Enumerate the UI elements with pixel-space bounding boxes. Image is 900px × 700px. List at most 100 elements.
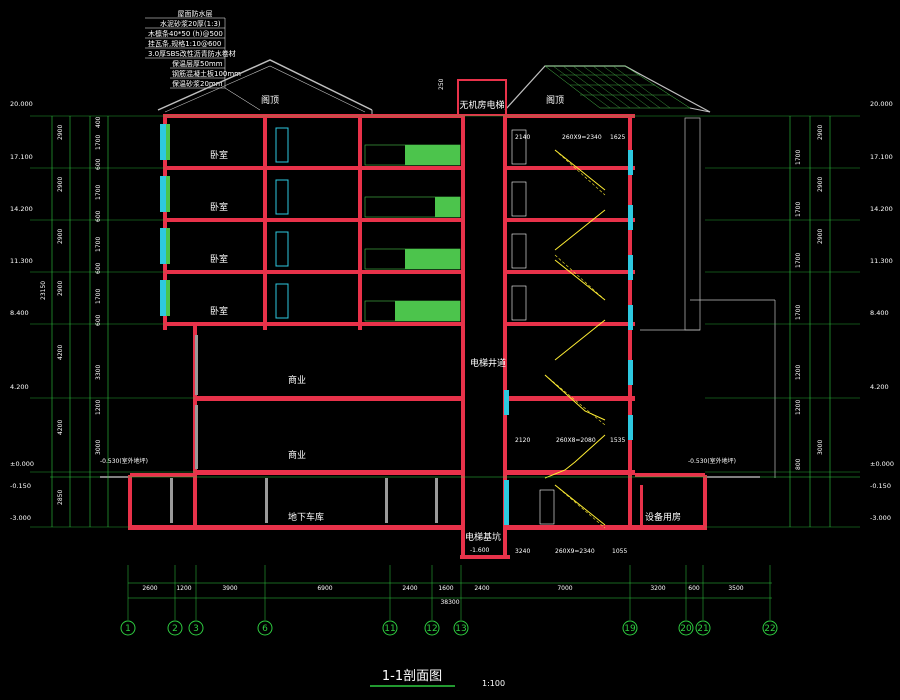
scale: 1:100 bbox=[482, 679, 505, 688]
roof-top-mark: 250 bbox=[438, 78, 445, 90]
axis-label: 2 bbox=[172, 624, 178, 634]
elevation-mark: 14.200 bbox=[10, 205, 33, 213]
dim-value: 4200 bbox=[57, 420, 64, 435]
elevation-mark: 4.200 bbox=[870, 383, 889, 391]
note-line: 水泥砂浆20厚(1:3) bbox=[160, 19, 221, 28]
right-dimension-chain bbox=[789, 116, 831, 527]
dim-value: 1700 bbox=[795, 253, 802, 268]
right-dim-values: 2900 1700 2900 1700 2900 1700 1700 1200 … bbox=[795, 125, 824, 470]
axis-dim: 600 bbox=[688, 585, 700, 592]
garage-label: 地下车库 bbox=[288, 511, 324, 523]
plan-dim: 1535 bbox=[610, 437, 625, 444]
right-windows bbox=[504, 129, 633, 525]
columns bbox=[170, 335, 438, 523]
note-line: 保温层厚50mm bbox=[172, 59, 223, 68]
dim-value: 2900 bbox=[817, 229, 824, 244]
elevation-mark: 20.000 bbox=[10, 100, 33, 108]
elevation-mark: 20.000 bbox=[870, 100, 893, 108]
dim-value: 600 bbox=[95, 210, 102, 222]
dim-value: 1700 bbox=[795, 202, 802, 217]
bedroom-label: 卧室 bbox=[210, 149, 228, 161]
dim-value: 1700 bbox=[95, 237, 102, 252]
axis-grid bbox=[127, 565, 771, 620]
dim-value: 1200 bbox=[95, 400, 102, 415]
dim-value: 2900 bbox=[57, 281, 64, 296]
axis-label: 20 bbox=[680, 624, 692, 634]
commercial-label: 商业 bbox=[288, 374, 306, 386]
dim-value: 3000 bbox=[95, 440, 102, 455]
axis-label: 22 bbox=[764, 624, 775, 634]
right-mass bbox=[640, 117, 776, 478]
dim-value: 1700 bbox=[795, 305, 802, 320]
elevator-pit-label: 电梯基坑 bbox=[465, 531, 501, 543]
elevation-mark: 8.400 bbox=[870, 309, 889, 317]
plan-dim: 2120 bbox=[515, 437, 530, 444]
equipment-room-label: 设备用房 bbox=[645, 511, 681, 523]
drawing-title: 1-1剖面图 1:100 bbox=[370, 669, 505, 688]
dim-value: 2900 bbox=[817, 177, 824, 192]
axis-dim: 3500 bbox=[728, 585, 743, 592]
note-line: 钢筋混凝土板100mm bbox=[172, 69, 241, 78]
title: 1-1剖面图 bbox=[382, 669, 442, 684]
elevation-mark: ±0.000 bbox=[10, 460, 34, 468]
dim-value: 600 bbox=[95, 314, 102, 326]
plan-dim: 1055 bbox=[612, 548, 627, 555]
elevation-mark: -3.000 bbox=[870, 514, 891, 522]
elevation-mark: 11.300 bbox=[10, 257, 33, 265]
plan-dim: 1625 bbox=[610, 134, 625, 141]
machine-room: 无机房电梯 250 bbox=[438, 78, 507, 116]
axis-dim: 6900 bbox=[317, 585, 332, 592]
note-line: 挂瓦条,规格1:10@600 bbox=[148, 39, 221, 48]
elevation-mark: 11.300 bbox=[870, 257, 893, 265]
dim-value: 2900 bbox=[57, 177, 64, 192]
pit-mark: -1.600 bbox=[470, 547, 490, 554]
left-dimension-chain bbox=[51, 116, 109, 527]
plan-dim: 2140 bbox=[515, 134, 530, 141]
dim-value: 1200 bbox=[795, 400, 802, 415]
elevation-mark: -0.150 bbox=[10, 482, 31, 490]
note-line: 屋面防水层 bbox=[178, 9, 213, 18]
stair-label: 260X8=2080 bbox=[556, 437, 596, 444]
dim-value: 800 bbox=[795, 458, 802, 470]
elevation-mark: 14.200 bbox=[870, 205, 893, 213]
elevator-shaft-label: 电梯井道 bbox=[470, 357, 506, 369]
elevation-mark: 17.100 bbox=[870, 153, 893, 161]
total-height: 23150 bbox=[40, 281, 47, 300]
axis-label: 12 bbox=[426, 624, 437, 634]
axis-dim: 2600 bbox=[142, 585, 157, 592]
elevation-mark: 8.400 bbox=[10, 309, 29, 317]
dim-value: 1200 bbox=[795, 365, 802, 380]
elevation-mark: ±0.000 bbox=[870, 460, 894, 468]
elevation-mark: 17.100 bbox=[10, 153, 33, 161]
stair-annotations: 2140 260X9=2340 1625 2120 260X8=2080 153… bbox=[515, 134, 627, 555]
dim-value: 1700 bbox=[95, 289, 102, 304]
axis-label: 3 bbox=[193, 624, 199, 634]
axis-dim: 2400 bbox=[474, 585, 489, 592]
balconies bbox=[364, 144, 461, 322]
axis-label: 6 bbox=[262, 624, 268, 634]
elevation-mark: 4.200 bbox=[10, 383, 29, 391]
dim-value: 1700 bbox=[795, 150, 802, 165]
dim-value: 3000 bbox=[817, 440, 824, 455]
commercial-label: 商业 bbox=[288, 449, 306, 461]
dim-value: 600 bbox=[95, 158, 102, 170]
note-line: 3.0厚SBS改性沥青防水卷材 bbox=[148, 49, 236, 58]
axis-dim: 7000 bbox=[557, 585, 572, 592]
dim-value: 2900 bbox=[57, 125, 64, 140]
axis-dim: 3900 bbox=[222, 585, 237, 592]
axis-label: 21 bbox=[697, 624, 708, 634]
axis-label: 19 bbox=[624, 624, 636, 634]
stairs bbox=[544, 149, 606, 529]
plan-dim: 3240 bbox=[515, 548, 530, 555]
axis-dimensions bbox=[128, 582, 772, 599]
dim-value: 1700 bbox=[95, 185, 102, 200]
bedroom-label: 卧室 bbox=[210, 201, 228, 213]
room-labels: 卧室 卧室 卧室 卧室 商业 商业 地下车库 电梯井道 电梯基坑 设备用房 bbox=[210, 149, 681, 543]
axis-label: 11 bbox=[384, 624, 395, 634]
axis-dim: 3200 bbox=[650, 585, 665, 592]
axis-dim: 1600 bbox=[438, 585, 453, 592]
roof-notes: 屋面防水层 水泥砂浆20厚(1:3) 木檩条40*50 (h)@500 挂瓦条,… bbox=[145, 9, 261, 111]
level-lines bbox=[30, 115, 860, 528]
